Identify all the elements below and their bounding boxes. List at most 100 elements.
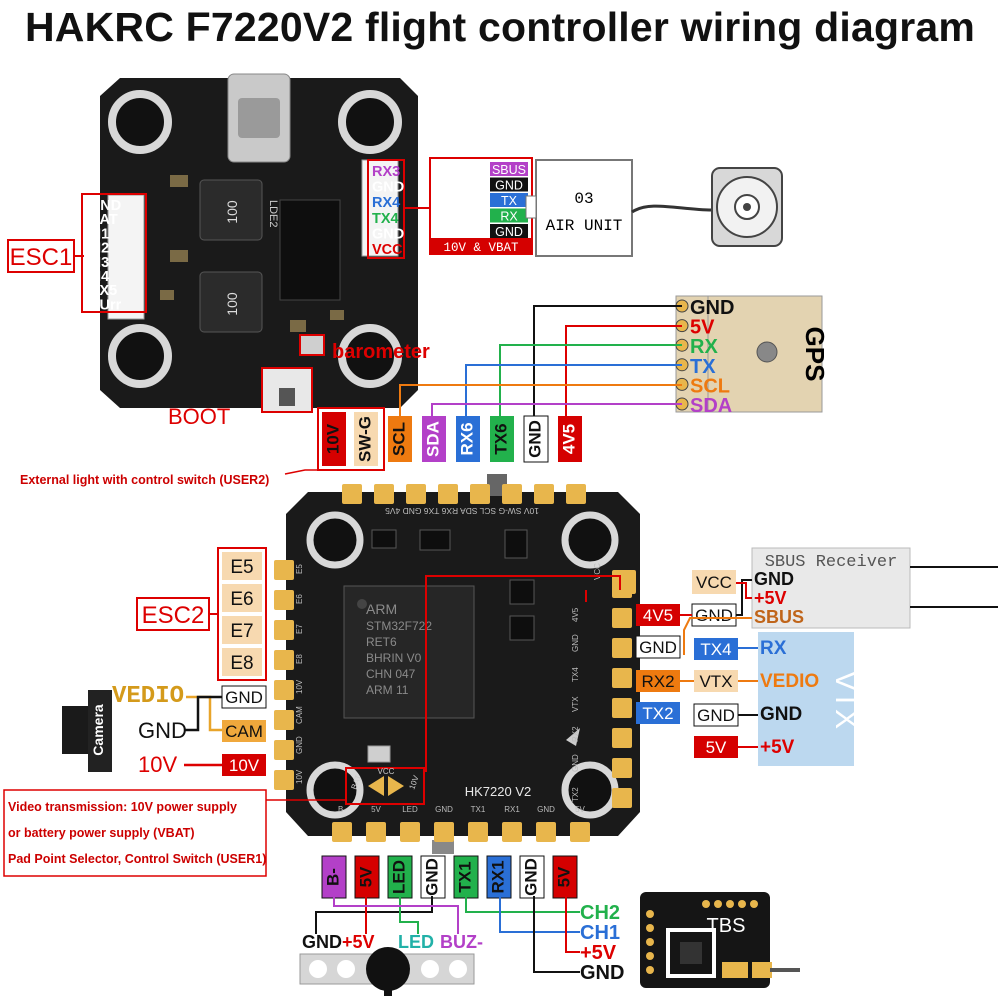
main-left-pad xyxy=(274,710,294,730)
gps-wires xyxy=(399,305,682,416)
inductor-label: 100 xyxy=(224,292,240,316)
mount-hole xyxy=(108,90,172,154)
main-bottom-pad xyxy=(502,822,522,842)
main-left-pad xyxy=(274,680,294,700)
tbs-pin-label: GND xyxy=(580,962,624,984)
main-silk-bottom: TX1 xyxy=(471,805,486,814)
mcu-chip-text: ARM xyxy=(366,601,397,617)
main-silk-right: VTX xyxy=(571,696,580,712)
main-bottom-pad xyxy=(434,822,454,842)
led-pin-label: BUZ- xyxy=(440,932,483,952)
air-unit-pin xyxy=(490,208,528,223)
bottom-pad xyxy=(519,855,545,899)
uart-pin-label: VCC xyxy=(372,242,403,258)
main-right-pad xyxy=(612,608,632,628)
top-bus-pad xyxy=(490,416,514,462)
air-unit-power: 10V & VBAT xyxy=(443,241,519,255)
main-board xyxy=(286,474,640,854)
main-silk-bottom: RX1 xyxy=(504,805,520,814)
esc2-pin xyxy=(222,616,262,644)
gps-pin-label: 5V xyxy=(690,317,715,339)
bottom-wires xyxy=(315,896,580,973)
esc2-pin xyxy=(222,552,262,580)
main-bottom-pad xyxy=(536,822,556,842)
main-top-pad xyxy=(406,484,426,504)
sbus-pin-label: +5V xyxy=(754,588,787,608)
camera-10v-pad-label: 10V xyxy=(229,756,260,775)
vtx-gnd-pad-label: GND xyxy=(639,638,677,657)
inductor xyxy=(199,179,263,241)
gps-pin-label: RX xyxy=(690,336,718,358)
air-unit-name: 03 xyxy=(574,190,593,208)
gps-antenna-dot xyxy=(756,341,778,363)
mount-hole xyxy=(108,324,172,388)
camera-vedio: VEDIO xyxy=(112,683,184,710)
camera-10v-pad xyxy=(222,754,266,776)
vtx-rx2-pad xyxy=(636,670,680,692)
main-silk-right: VCC xyxy=(593,563,602,580)
buzzer xyxy=(366,947,410,991)
top-bus-pad xyxy=(558,416,582,462)
tbs-pin-label: CH1 xyxy=(580,922,620,944)
vtx-label: VTX xyxy=(829,671,862,729)
main-top-pad xyxy=(470,484,490,504)
main-bottom-pad xyxy=(366,822,386,842)
main-top-pad xyxy=(566,484,586,504)
bottom-pad xyxy=(354,855,380,899)
vtx-5v-label: 5V xyxy=(706,738,727,757)
gps-pin-label: SCL xyxy=(690,375,730,397)
page-title: HAKRC F7220V2 flight controller wiring d… xyxy=(24,4,976,50)
main-silk-left: E5 xyxy=(295,564,304,574)
camera-gnd-pad-label: GND xyxy=(225,688,263,707)
air-unit-pin-label: GND xyxy=(495,225,523,239)
vtx-wires xyxy=(680,647,758,748)
bottom-pad-label: GND xyxy=(422,858,441,896)
camera-wires xyxy=(184,695,222,767)
vtx-pin-label: GND xyxy=(760,704,802,725)
gps-label: GPS xyxy=(800,327,830,382)
main-silk-left: 10V xyxy=(295,769,304,784)
camera-cam-pad xyxy=(222,720,266,742)
air-unit-power-bar xyxy=(430,238,532,254)
tbs-pin-label: +5V xyxy=(580,942,617,964)
light-pad-label: SW-G xyxy=(355,416,374,462)
tbs-label: TBS xyxy=(707,915,746,937)
main-silk-left: E8 xyxy=(295,654,304,664)
antenna xyxy=(711,167,783,247)
led-pin-label: LED xyxy=(398,932,434,952)
esc2-pin-label: E7 xyxy=(230,621,253,642)
air-unit-name: AIR UNIT xyxy=(546,217,623,235)
esc2-pin-label: E5 xyxy=(230,557,253,578)
bottom-pad xyxy=(486,855,512,899)
video-note-line: or battery power supply (VBAT) xyxy=(8,826,195,840)
led-pin-label: GND xyxy=(302,932,342,952)
mcu-chip-text: RET6 xyxy=(366,635,397,649)
vtx-vtx-label-box xyxy=(694,670,738,692)
esc1-pin-label: BAT xyxy=(89,212,118,228)
bottom-pad xyxy=(420,855,446,899)
main-bottom-pad xyxy=(570,822,590,842)
vtx-pin-label: VEDIO xyxy=(760,671,819,692)
gps-pin-label: GND xyxy=(690,297,734,319)
mcu-chip-text: STM32F722 xyxy=(366,619,432,633)
barometer-chip xyxy=(299,334,325,356)
main-bottom-pad xyxy=(332,822,352,842)
barometer-label: barometer xyxy=(332,341,430,363)
camera-cam-pad-label: CAM xyxy=(225,722,263,741)
camera-body-label: Camera xyxy=(90,704,106,756)
sbus-pin-label: SBUS xyxy=(754,607,804,627)
tbs-chip xyxy=(666,928,716,978)
vtx-pin-label: +5V xyxy=(760,737,795,758)
mount-hole xyxy=(561,511,619,569)
gps-pin-label: TX xyxy=(690,356,716,378)
board-highlight-lines xyxy=(425,575,621,772)
main-silk-bottom: B- xyxy=(338,805,346,814)
esc1-pin-box xyxy=(81,193,147,313)
sbus-4v5-pad xyxy=(636,604,680,626)
air-unit-pin xyxy=(490,177,528,192)
main-silk-left: E6 xyxy=(295,594,304,604)
light-pad-label: 10V xyxy=(323,423,342,454)
antenna-cable xyxy=(631,204,713,214)
esc1-pin-label: M1 xyxy=(89,226,109,242)
video-note-line: Pad Point Selector, Control Switch (USER… xyxy=(8,852,267,866)
